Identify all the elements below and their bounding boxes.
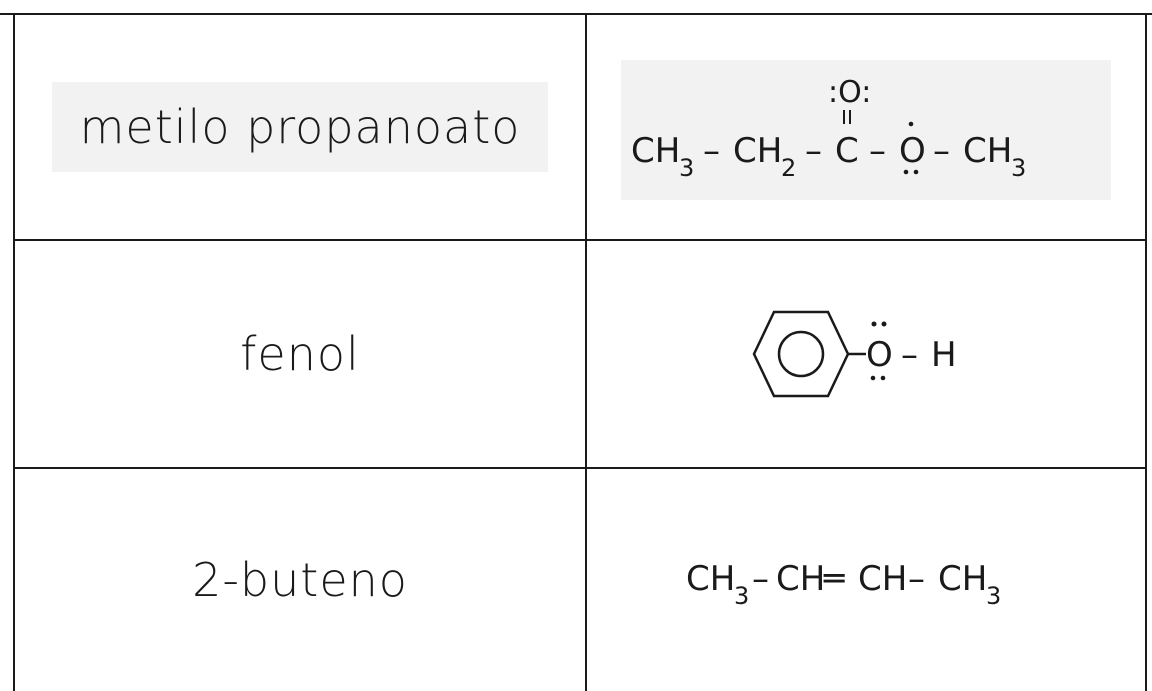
benzene-ring-icon — [752, 310, 850, 398]
compound-name: metilo propanoato — [51, 82, 549, 172]
svg-text:CH: CH — [963, 131, 1012, 171]
svg-text:–: – — [908, 559, 925, 599]
svg-text:3: 3 — [1011, 154, 1026, 182]
svg-text:H: H — [931, 335, 957, 375]
formula-phenol: O – H — [752, 310, 957, 398]
svg-text:CH: CH — [776, 559, 825, 599]
svg-text:–: – — [752, 559, 769, 599]
table-row-divider — [13, 239, 1147, 241]
svg-text:–: – — [703, 131, 720, 171]
compound-name: fenol — [240, 327, 360, 381]
svg-text:O: O — [866, 335, 893, 375]
svg-text:CH: CH — [858, 559, 907, 599]
svg-text:CH: CH — [631, 131, 680, 171]
formula-methyl-propanoate: CH 3 – CH 2 – C :O: – O – CH 3 — [621, 60, 1111, 200]
svg-text:3: 3 — [734, 582, 749, 610]
svg-text:═: ═ — [823, 559, 845, 599]
svg-text:CH: CH — [733, 131, 782, 171]
table-row: 2-buteno — [15, 469, 585, 691]
svg-text:O: O — [899, 131, 926, 171]
svg-text:–: – — [805, 131, 822, 171]
svg-text:3: 3 — [986, 582, 1001, 610]
svg-text:C: C — [835, 131, 859, 171]
svg-text:–: – — [933, 131, 950, 171]
svg-text:–: – — [869, 131, 886, 171]
table-row: fenol — [15, 241, 585, 467]
svg-text::O:: :O: — [828, 75, 871, 110]
svg-text:CH: CH — [686, 559, 735, 599]
structural-formula: CH 3 – CH 2 – C :O: – O – CH 3 — [587, 15, 1145, 239]
structural-formula: CH 3 – CH ═ CH – CH 3 — [587, 469, 1145, 691]
table-border-top — [0, 13, 1152, 15]
table-row: metilo propanoato — [15, 15, 585, 239]
table-border-right — [1145, 13, 1147, 691]
table-row-divider — [13, 467, 1147, 469]
compound-name: 2-buteno — [192, 553, 408, 607]
svg-text:2: 2 — [781, 154, 796, 182]
svg-text:–: – — [901, 335, 918, 375]
table-border-left — [13, 13, 15, 691]
svg-text:CH: CH — [938, 559, 987, 599]
svg-text:3: 3 — [679, 154, 694, 182]
formula-2-butene: CH 3 – CH ═ CH – CH 3 — [686, 559, 1001, 610]
structural-formula: O – H — [587, 241, 1145, 467]
table-column-divider — [585, 13, 587, 691]
